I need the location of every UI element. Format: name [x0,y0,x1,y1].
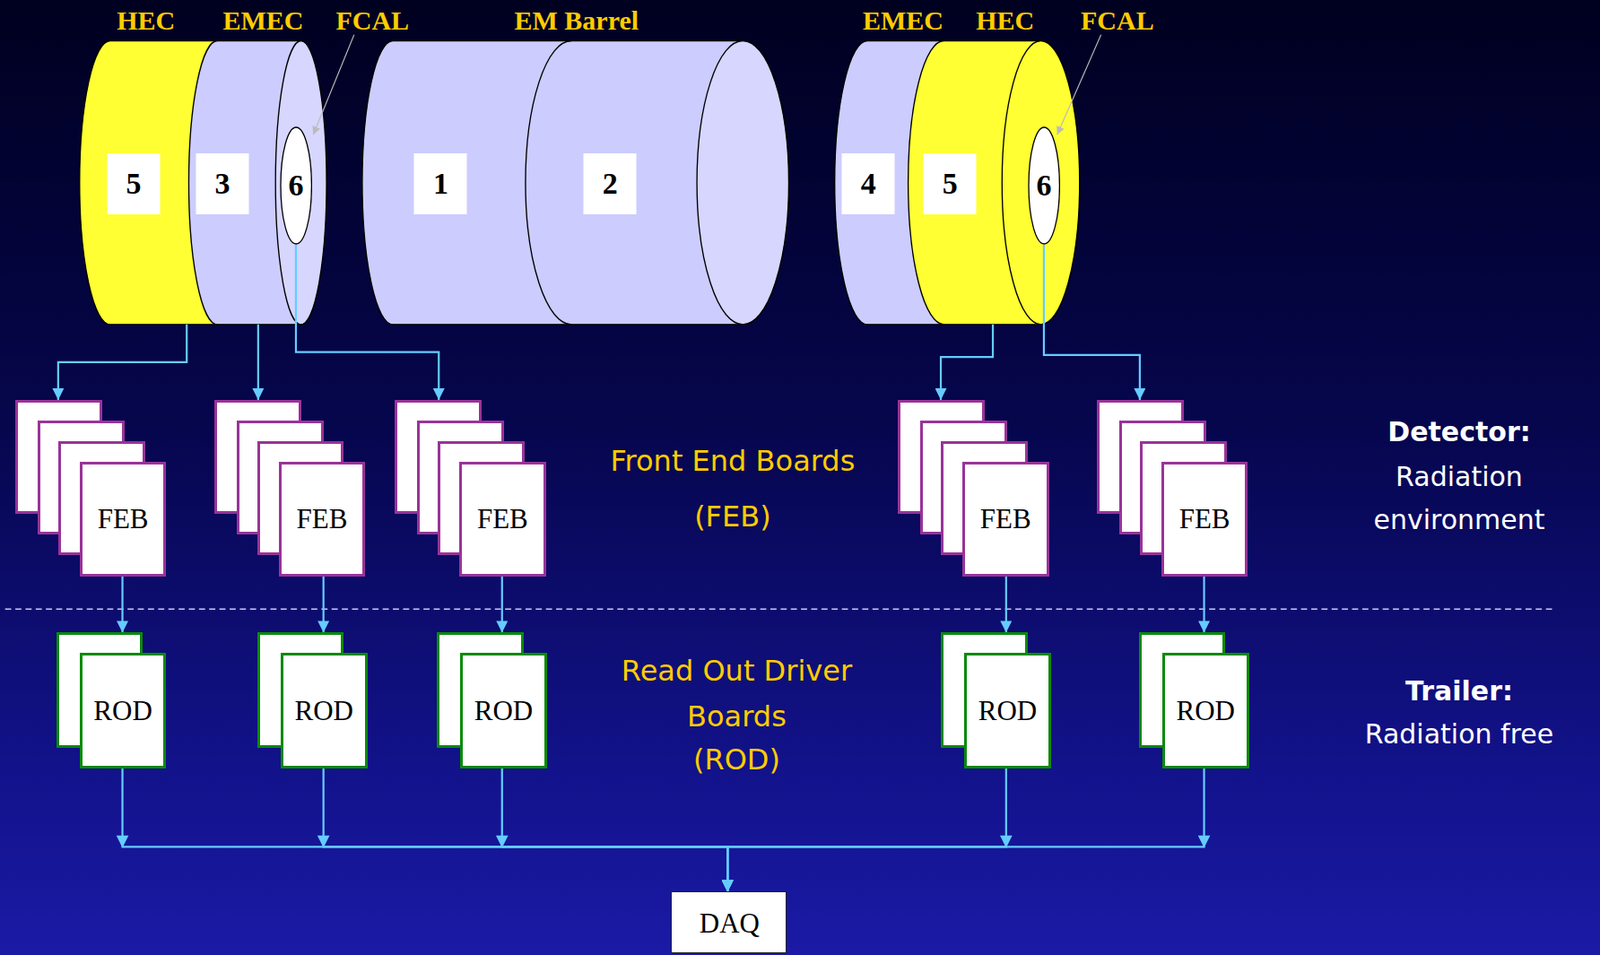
callout-number: 4 [842,153,896,215]
section-label: EMEC [223,5,305,36]
leader-line [1057,34,1102,135]
fcal-ellipse-shape [1028,127,1060,244]
zone-title: Trailer: [1405,673,1514,709]
section-label: HEC [116,5,175,36]
calorimeter-section: HEC5FCAL6 [908,41,1080,325]
zone-note: Radiation environment [1341,455,1577,542]
board-label: ROD [294,695,353,728]
signal-connector [323,768,729,893]
section-label: HEC [975,5,1035,36]
hec-cylinder [908,41,1080,325]
callout-number: 6 [287,168,304,203]
calorimeter-section: 2 [525,41,790,325]
barrel-face [696,41,789,325]
daq-box: DAQ [670,891,788,953]
feb-stack: FEB [394,400,546,577]
calorimeter-section: EMEC3FCAL6 [188,41,327,325]
board-label: FEB [97,503,149,536]
feb-stack: FEB [15,400,166,577]
callout-number: 1 [414,153,468,215]
signal-connector [58,324,187,400]
row-caption: (FEB) [694,494,772,540]
board-label: ROD [474,695,533,728]
fcal-ellipse-shape [280,127,312,244]
rod-stack: ROD [940,632,1052,768]
fcal-ellipse: FCAL6 [279,126,313,245]
hec-face [1001,41,1079,325]
row-caption: (ROD) [693,737,781,783]
barrel-cylinder [362,41,790,325]
signal-connector [121,576,123,634]
board-label: FEB [296,503,348,536]
calorimeter-section: EMEC4 [834,41,909,325]
leader-line [313,34,355,135]
feb-stack: FEB [1096,400,1248,577]
callout-number: 5 [107,153,161,215]
rod-stack: ROD [56,632,167,768]
barrel-divider [525,41,572,325]
rod-stack: ROD [436,632,548,768]
row-caption: Read Out Driver Boards [573,647,900,740]
signal-connector [727,768,1007,893]
signal-connector [295,244,439,400]
signal-connector [502,768,728,893]
section-label: EMEC [862,5,944,36]
signal-connector [122,768,729,893]
rod-stack: ROD [257,632,368,768]
signal-connector [1043,244,1140,400]
section-label: FCAL [1080,5,1155,36]
fcal-ellipse: FCAL6 [1027,126,1061,245]
board-label: ROD [978,695,1037,728]
zone-note: Radiation free [1365,713,1554,757]
callout-number: 5 [923,153,977,215]
calorimeter-section: HEC5 [79,41,194,325]
emec-face [275,41,327,325]
signal-connector [940,324,993,400]
rod-stack: ROD [1139,632,1250,768]
callout-number: 2 [583,153,637,215]
boundary-line [5,608,1557,610]
signal-connector [1202,576,1205,634]
signal-connector [257,324,260,400]
calorimeter-section: EM Barrel12 [362,41,790,325]
signal-connector [727,768,1204,893]
emec-cylinder [188,41,327,325]
daq-label: DAQ [699,907,760,940]
callout-number: 6 [1035,168,1052,203]
section-label: FCAL [335,5,409,36]
zone-title: Detector: [1387,414,1531,450]
calorimeter-section: 1 [362,41,526,325]
board-label: FEB [1179,503,1231,536]
signal-connector [1005,576,1008,634]
board-label: FEB [980,503,1032,536]
feb-stack: FEB [214,400,366,577]
callout-number: 3 [196,153,250,215]
section-label: EM Barrel [514,5,640,36]
signal-connector [322,576,325,634]
board-label: ROD [1176,695,1235,728]
board-label: FEB [477,503,529,536]
row-caption: Front End Boards [610,439,856,486]
feb-stack: FEB [897,400,1049,577]
signal-connector [501,576,504,634]
board-label: ROD [93,695,152,728]
